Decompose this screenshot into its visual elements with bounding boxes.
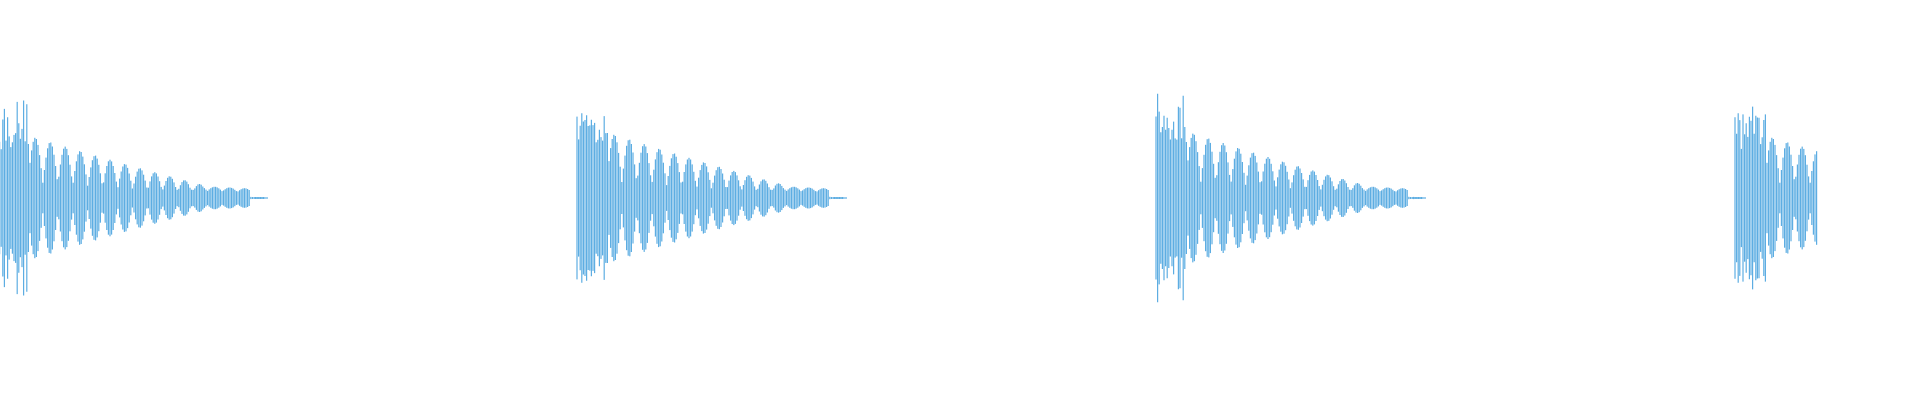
waveform-burst: [1734, 106, 1818, 290]
waveform-burst: [576, 113, 847, 283]
waveform-burst: [1155, 93, 1426, 303]
waveform-burst: [0, 100, 268, 296]
